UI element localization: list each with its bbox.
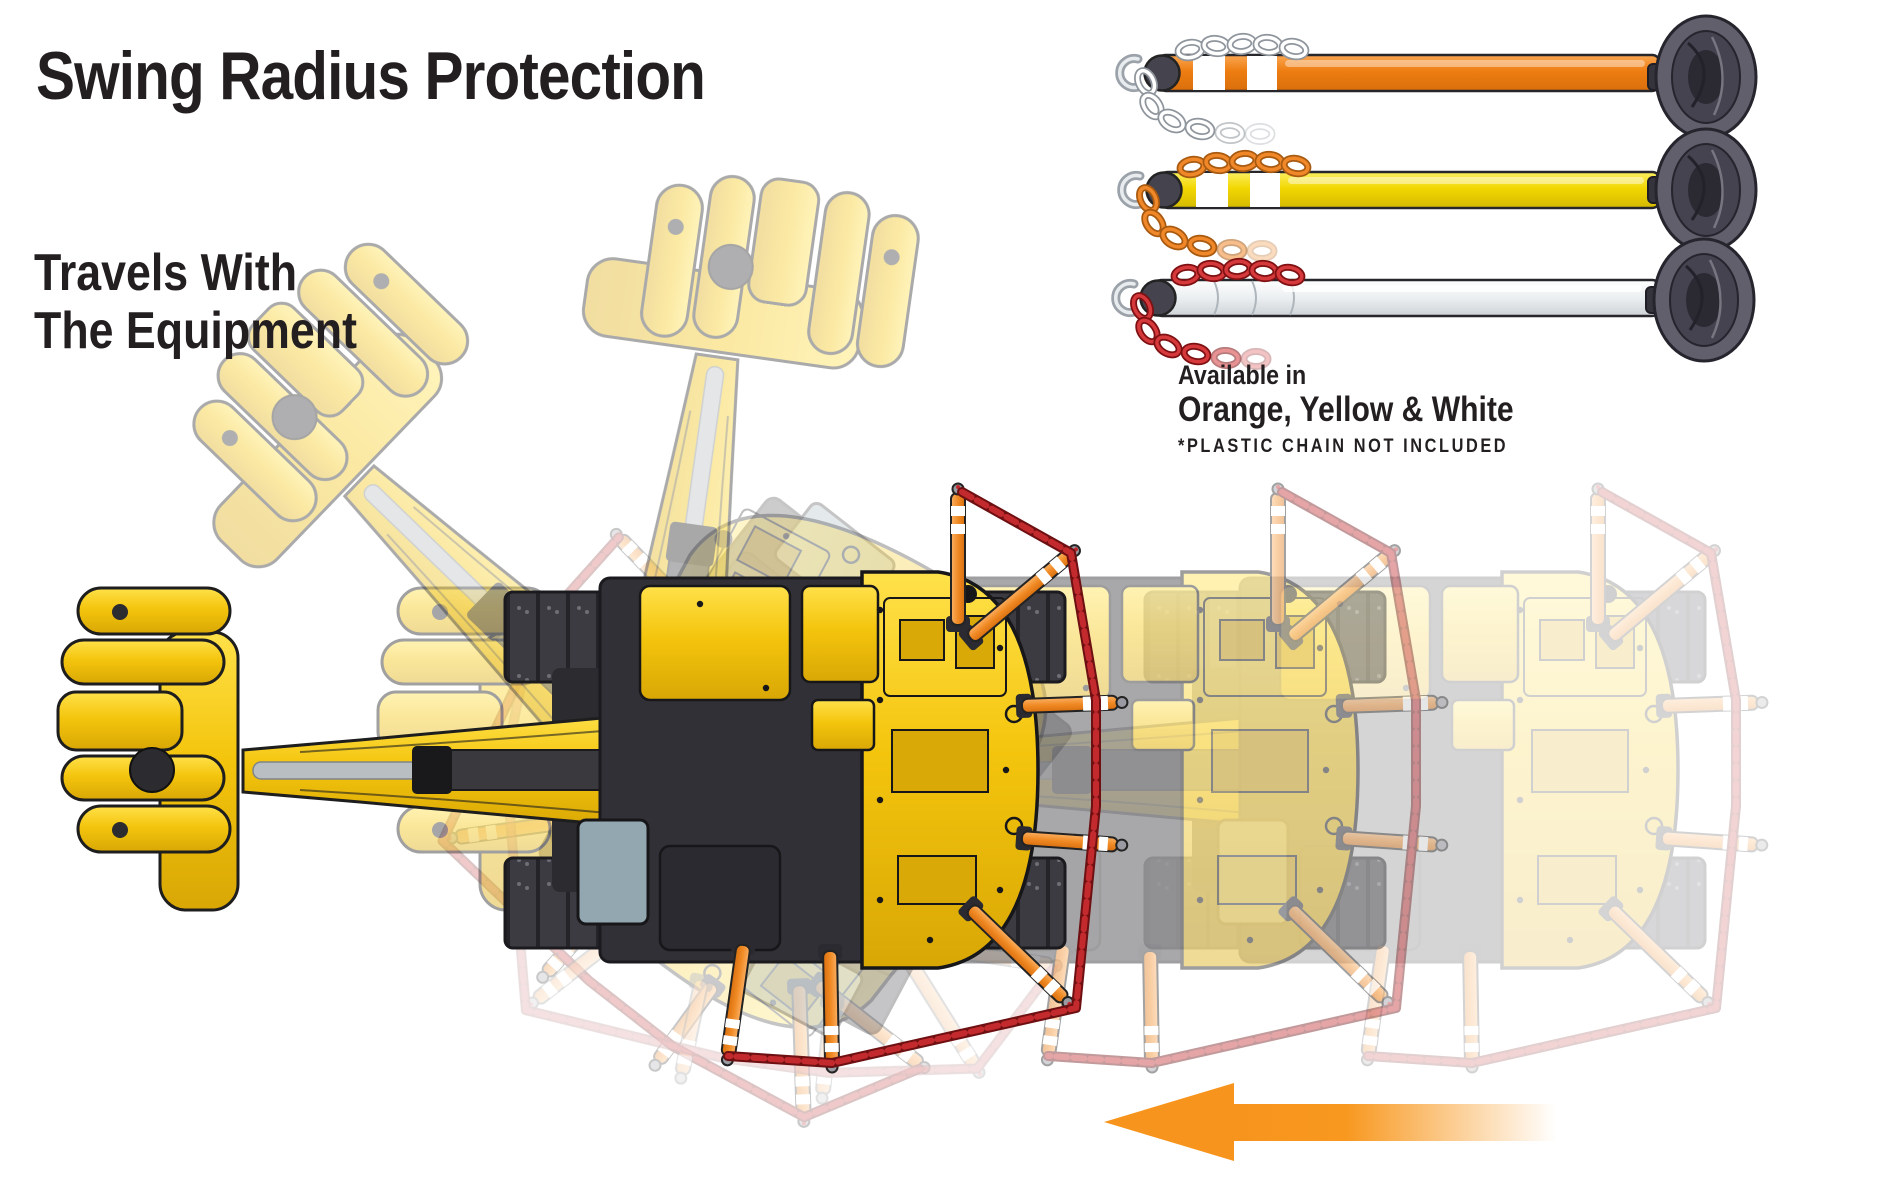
yellow-pole-base [1646,127,1758,253]
white-pole-product [1116,237,1756,367]
availability-note: Available in Orange, Yellow & White *PLA… [1178,360,1568,460]
availability-chain-note: *PLASTIC CHAIN NOT INCLUDED [1178,436,1509,457]
availability-intro: Available in [1178,360,1307,390]
page-title-text: Swing Radius Protection [36,38,706,114]
subtitle: Travels With The Equipment [34,244,410,360]
yellow-pole-product [1122,127,1758,259]
orange-pole-base [1646,14,1758,140]
white-pole-base [1644,237,1756,363]
subtitle-line-1: Travels With [34,244,298,302]
subtitle-line-2: The Equipment [34,302,357,360]
orange-pole-product [1120,14,1758,142]
page-title: Swing Radius Protection [36,40,814,112]
availability-colors: Orange, Yellow & White [1178,390,1514,429]
travel-direction-arrow [1104,1083,1556,1161]
